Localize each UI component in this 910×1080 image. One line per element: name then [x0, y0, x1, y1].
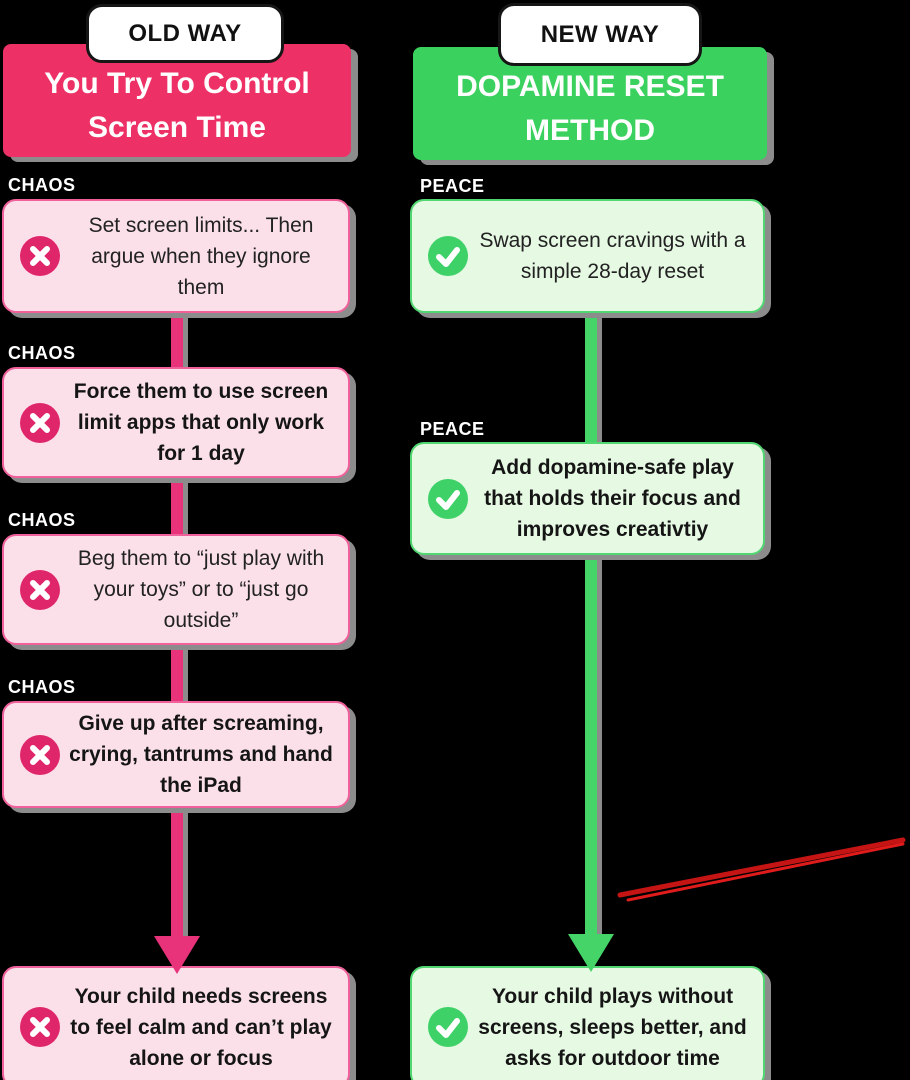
chaos-label-4: CHAOS — [8, 677, 76, 697]
connector-line — [171, 313, 183, 369]
new-way-step-1-text: Swap screen cravings with a simple 28-da… — [479, 229, 746, 283]
new-way-result-text: Your child plays without screens, sleeps… — [478, 984, 747, 1070]
new-way-step-2: Add dopamine-safe play that holds their … — [410, 442, 765, 555]
old-way-step-2: Force them to use screen limit apps that… — [2, 367, 350, 478]
red-marker-line — [617, 837, 906, 902]
old-way-badge: OLD WAY — [86, 4, 284, 63]
chaos-label-1: CHAOS — [8, 175, 76, 195]
connector-line — [171, 478, 183, 535]
new-way-title: DOPAMINE RESET METHOD — [413, 47, 767, 160]
x-circle-icon — [20, 236, 60, 276]
check-circle-icon — [428, 1007, 468, 1047]
x-circle-icon — [20, 734, 60, 775]
old-way-step-4: Give up after screaming, crying, tantrum… — [2, 701, 350, 808]
new-way-step-1: Swap screen cravings with a simple 28-da… — [410, 199, 765, 313]
new-way-badge: NEW WAY — [498, 3, 702, 66]
check-circle-icon — [428, 236, 468, 276]
new-way-step-2-text: Add dopamine-safe play that holds their … — [484, 456, 741, 541]
x-circle-icon — [20, 569, 60, 610]
peace-label-1: PEACE — [420, 176, 485, 196]
chaos-label-2: CHAOS — [8, 343, 76, 363]
old-way-step-3: Beg them to “just play with your toys” o… — [2, 534, 350, 645]
old-way-step-1-text: Set screen limits... Then argue when the… — [88, 213, 314, 299]
old-way-step-1: Set screen limits... Then argue when the… — [2, 199, 350, 313]
old-way-step-2-text: Force them to use screen limit apps that… — [73, 380, 329, 465]
old-way-result-text: Your child needs screens to feel calm an… — [70, 984, 332, 1070]
connector-line — [171, 645, 183, 702]
peace-label-2: PEACE — [420, 419, 485, 439]
x-circle-icon — [20, 402, 60, 443]
flow-arrow-shaft — [585, 555, 597, 936]
new-way-result: Your child plays without screens, sleeps… — [410, 966, 765, 1080]
old-way-result: Your child needs screens to feel calm an… — [2, 966, 350, 1080]
flow-arrow-head — [568, 934, 614, 972]
old-way-badge-label: OLD WAY — [128, 19, 242, 47]
new-way-badge-label: NEW WAY — [540, 20, 660, 48]
chaos-label-3: CHAOS — [8, 510, 76, 530]
connector-line — [585, 313, 597, 443]
x-circle-icon — [20, 1007, 60, 1047]
flow-arrow-shaft — [171, 808, 183, 938]
flow-arrow-head — [154, 936, 200, 974]
old-way-title-text: You Try To Control Screen Time — [44, 66, 310, 144]
check-circle-icon — [428, 478, 468, 519]
old-way-step-3-text: Beg them to “just play with your toys” o… — [77, 547, 325, 632]
new-way-title-text: DOPAMINE RESET METHOD — [456, 69, 724, 147]
old-way-step-4-text: Give up after screaming, crying, tantrum… — [69, 712, 333, 797]
